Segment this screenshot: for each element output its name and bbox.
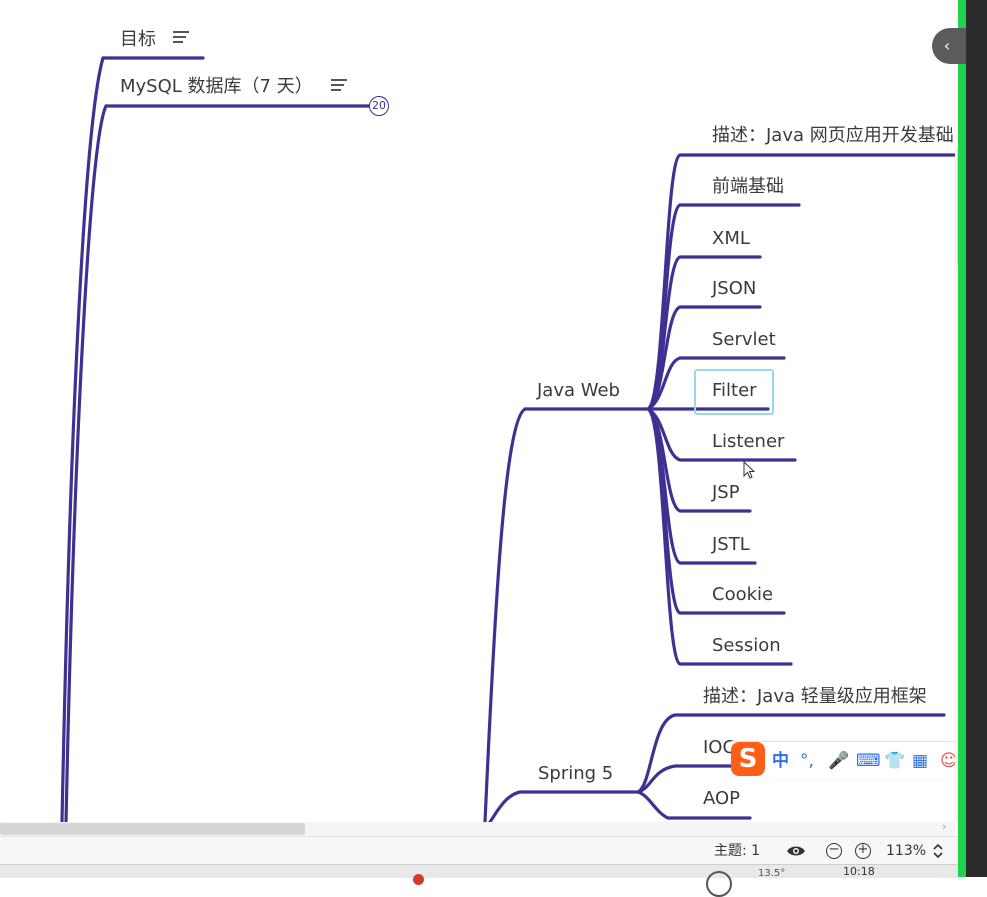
horizontal-scrollbar-thumb[interactable] (0, 823, 305, 835)
branch-line-sp-desc (636, 713, 946, 794)
node-jw-description[interactable]: 描述：Java 网页应用开发基础 (712, 125, 954, 146)
node-sp-ioc[interactable]: IOC (703, 737, 736, 758)
side-panel-collapse-button[interactable]: ‹ (932, 28, 966, 64)
branch-lines (60, 56, 955, 822)
ime-mode-chinese[interactable]: 中 (772, 751, 789, 771)
mouse-cursor-icon (743, 461, 756, 479)
zoom-stepper-icon[interactable] (932, 842, 944, 860)
taskbar-app-icon[interactable] (413, 874, 424, 885)
node-sp-description[interactable]: 描述：Java 轻量级应用框架 (703, 686, 927, 707)
branch-line-spring5 (488, 790, 522, 822)
node-jw-filter[interactable]: Filter (712, 380, 757, 401)
node-jw-servlet[interactable]: Servlet (712, 329, 776, 350)
node-jw-jsp[interactable]: JSP (712, 482, 740, 503)
ime-toolbar[interactable]: S 中 °, 🎤 ⌨ 👕 ▦ ☺ (731, 741, 964, 779)
eye-icon[interactable] (786, 844, 806, 858)
selection-highlight (694, 369, 774, 415)
branch-line-sp-ioc (636, 764, 747, 794)
node-java-web[interactable]: Java Web (537, 380, 620, 401)
ime-punctuation-icon[interactable]: °, (800, 751, 814, 771)
note-icon[interactable] (173, 31, 189, 43)
note-icon[interactable] (331, 79, 347, 91)
node-goal[interactable]: 目标 (120, 29, 156, 50)
ime-toolbox-icon[interactable]: ▦ (912, 751, 929, 771)
node-jw-session[interactable]: Session (712, 635, 781, 656)
mindmap-canvas[interactable]: 目标 MySQL 数据库（7 天） 20 Java Web 描述：Java 网页… (0, 0, 955, 822)
node-jw-frontend[interactable]: 前端基础 (712, 176, 784, 197)
taskbar-clock[interactable]: 10:18 (843, 865, 875, 878)
node-jw-xml[interactable]: XML (712, 228, 750, 249)
ime-skin-icon[interactable]: 👕 (884, 751, 906, 771)
status-bar: 主题: 1 − + 113% (0, 836, 958, 865)
node-jw-json[interactable]: JSON (712, 278, 757, 299)
branch-line-jw-session (646, 407, 793, 666)
topic-count: 主题: 1 (714, 843, 761, 859)
node-sp-aop[interactable]: AOP (703, 788, 741, 809)
ime-emoji-icon[interactable]: ☺ (940, 751, 958, 771)
node-jw-cookie[interactable]: Cookie (712, 584, 774, 605)
ime-keyboard-icon[interactable]: ⌨ (856, 751, 881, 771)
taskbar: 13.5° 10:18 (0, 864, 958, 897)
sogou-logo-icon[interactable]: S (731, 742, 765, 776)
scroll-right-arrow-icon[interactable]: › (942, 820, 947, 833)
taskbar-ring-icon[interactable] (706, 871, 732, 897)
branch-line-goal (60, 56, 105, 822)
branch-line-mysql (64, 104, 108, 822)
window-edge-dark (966, 0, 987, 877)
zoom-out-button[interactable]: − (826, 843, 842, 859)
collapsed-children-badge[interactable]: 20 (369, 96, 389, 116)
branch-line-javaweb (483, 407, 527, 822)
node-spring5[interactable]: Spring 5 (538, 763, 614, 784)
window-edge-accent (958, 0, 966, 877)
branch-line-jw-servlet (646, 356, 786, 411)
zoom-level[interactable]: 113% (886, 843, 927, 859)
branch-line-sp-aop (636, 790, 752, 820)
tray-weather: 13.5° (758, 868, 786, 879)
chevron-left-icon: ‹ (943, 36, 951, 55)
node-jw-listener[interactable]: Listener (712, 431, 785, 452)
node-mysql[interactable]: MySQL 数据库（7 天） (120, 76, 313, 97)
node-jw-jstl[interactable]: JSTL (712, 534, 750, 555)
zoom-in-button[interactable]: + (855, 843, 871, 859)
ime-voice-icon[interactable]: 🎤 (828, 751, 850, 771)
